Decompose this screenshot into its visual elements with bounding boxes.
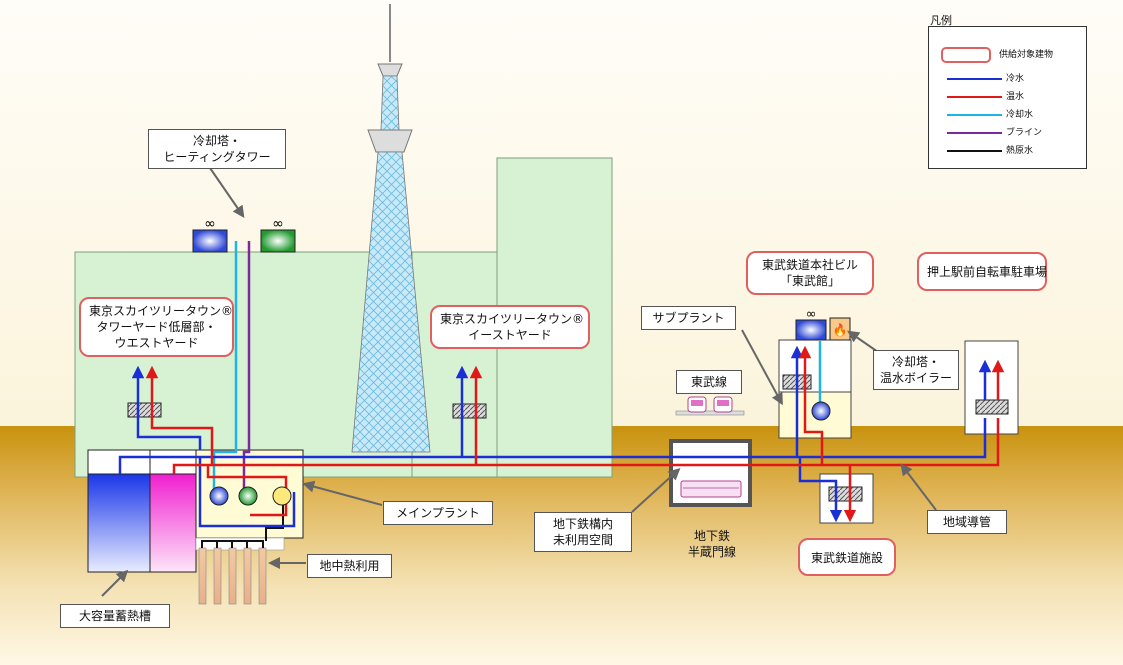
cooling-tower-green: ∞	[260, 216, 296, 253]
pump-hq-icon	[811, 401, 831, 421]
legend-label: 冷水	[1006, 74, 1025, 84]
tobu-train	[675, 396, 745, 416]
label-subway-unused: 地下鉄構内 未利用空間	[534, 512, 632, 552]
legend-swatch-box	[941, 47, 991, 63]
building-line: ウエストヤード	[114, 336, 199, 350]
legend-label: 熱原水	[1006, 146, 1034, 156]
chilled-west-up	[131, 365, 202, 450]
label-storage-tank: 大容量蓄熱槽	[60, 604, 170, 628]
building-tobu-facility: 東武鉄道施設	[798, 538, 896, 576]
cooling-water-pipe	[212, 241, 238, 493]
legend: 供給対象建物 冷水 温水 冷却水 ブライン 熱原水	[928, 26, 1087, 169]
label-subway: 地下鉄 半蔵門線	[672, 528, 752, 560]
pointer-cooling-tower	[209, 167, 245, 218]
legend-swatch-line	[947, 78, 1002, 80]
label-sub-plant: サブプラント	[641, 306, 736, 330]
legend-swatch-line	[947, 132, 1002, 134]
legend-item-chilled: 冷水	[939, 72, 1084, 86]
legend-label: 冷却水	[1006, 110, 1034, 120]
label-line: 温水ボイラー	[880, 371, 953, 385]
pump-brine-icon	[238, 486, 258, 506]
legend-item-hot: 温水	[939, 90, 1084, 104]
svg-text:🔥: 🔥	[833, 323, 848, 337]
cooling-tower-blue: ∞	[192, 216, 228, 253]
building-east-yard: 東京スカイツリータウン® イーストヤード	[430, 305, 590, 349]
label-line: 冷却塔・	[192, 134, 241, 148]
svg-text:∞: ∞	[204, 216, 216, 232]
building-line: 東武鉄道本社ビル	[761, 258, 858, 272]
pointer-cooling-boiler	[847, 330, 879, 353]
building-line: 「東武館」	[779, 274, 840, 288]
legend-title: 凡例	[930, 14, 952, 27]
label-geothermal: 地中熱利用	[307, 554, 392, 578]
legend-item-source: 熱原水	[939, 144, 1084, 158]
label-line: 未利用空間	[552, 533, 613, 547]
pointer-sub-plant	[741, 329, 783, 406]
label-cooling-tower-heating: 冷却塔・ ヒーティングタワー	[148, 129, 286, 169]
label-line: 地下鉄	[693, 529, 730, 543]
legend-swatch-line	[947, 114, 1002, 116]
label-tobu-line: 東武線	[676, 370, 742, 394]
pointer-main-plant	[302, 480, 383, 506]
heat-exchanger-facility	[828, 486, 863, 502]
hot-west-up	[145, 365, 214, 465]
heat-exchanger-bike	[975, 399, 1009, 415]
hot-water-main	[172, 418, 1000, 474]
pump-hot-icon	[272, 486, 292, 506]
pump-chilled-icon	[209, 486, 229, 506]
pointer-subway-unused	[631, 467, 681, 513]
legend-item-supplied: 供給対象建物	[929, 47, 1074, 63]
hot-hq	[798, 345, 824, 465]
svg-text:∞: ∞	[806, 307, 817, 322]
heat-exchanger-west	[127, 402, 162, 418]
chilled-facility	[798, 457, 843, 523]
label-line: 地下鉄構内	[552, 517, 613, 531]
label-main-plant: メインプラント	[383, 501, 493, 525]
geothermal-wells	[198, 540, 267, 605]
legend-swatch-line	[947, 96, 1002, 98]
building-oshiage-bike: 押上駅前自転車駐車場	[917, 252, 1047, 291]
svg-text:∞: ∞	[272, 216, 284, 232]
legend-item-brine: ブライン	[939, 126, 1084, 140]
label-line: 半蔵門線	[687, 545, 736, 559]
legend-item-cooling: 冷却水	[939, 108, 1084, 122]
heat-exchanger-east	[452, 403, 487, 419]
chilled-water-main	[118, 418, 987, 474]
skytree-tower	[351, 4, 431, 453]
pointer-storage	[101, 569, 129, 597]
building-line: タワーヤード低層部・	[96, 320, 217, 334]
legend-label: ブライン	[1006, 128, 1043, 138]
building-west-yard: 東京スカイツリータウン® タワーヤード低層部・ ウエストヤード	[79, 297, 234, 357]
building-line: 東京スカイツリータウン®	[440, 312, 585, 326]
label-line: ヒーティングタワー	[163, 150, 271, 164]
label-district-pipe: 地域導管	[927, 510, 1007, 534]
pointer-district	[900, 463, 937, 511]
storage-tank	[87, 449, 197, 573]
building-line: 東京スカイツリータウン®	[89, 304, 234, 318]
legend-label: 温水	[1006, 92, 1025, 102]
subway-tunnel	[669, 439, 752, 507]
building-tobu-hq: 東武鉄道本社ビル 「東武館」	[746, 251, 874, 295]
label-cooling-boiler: 冷却塔・ 温水ボイラー	[873, 350, 959, 390]
brine-pipe	[242, 241, 251, 493]
label-line: 冷却塔・	[891, 355, 940, 369]
legend-label: 供給対象建物	[999, 50, 1054, 60]
building-line: イーストヤード	[468, 328, 552, 342]
legend-swatch-line	[947, 150, 1002, 152]
bike-parking-building	[964, 340, 1019, 435]
